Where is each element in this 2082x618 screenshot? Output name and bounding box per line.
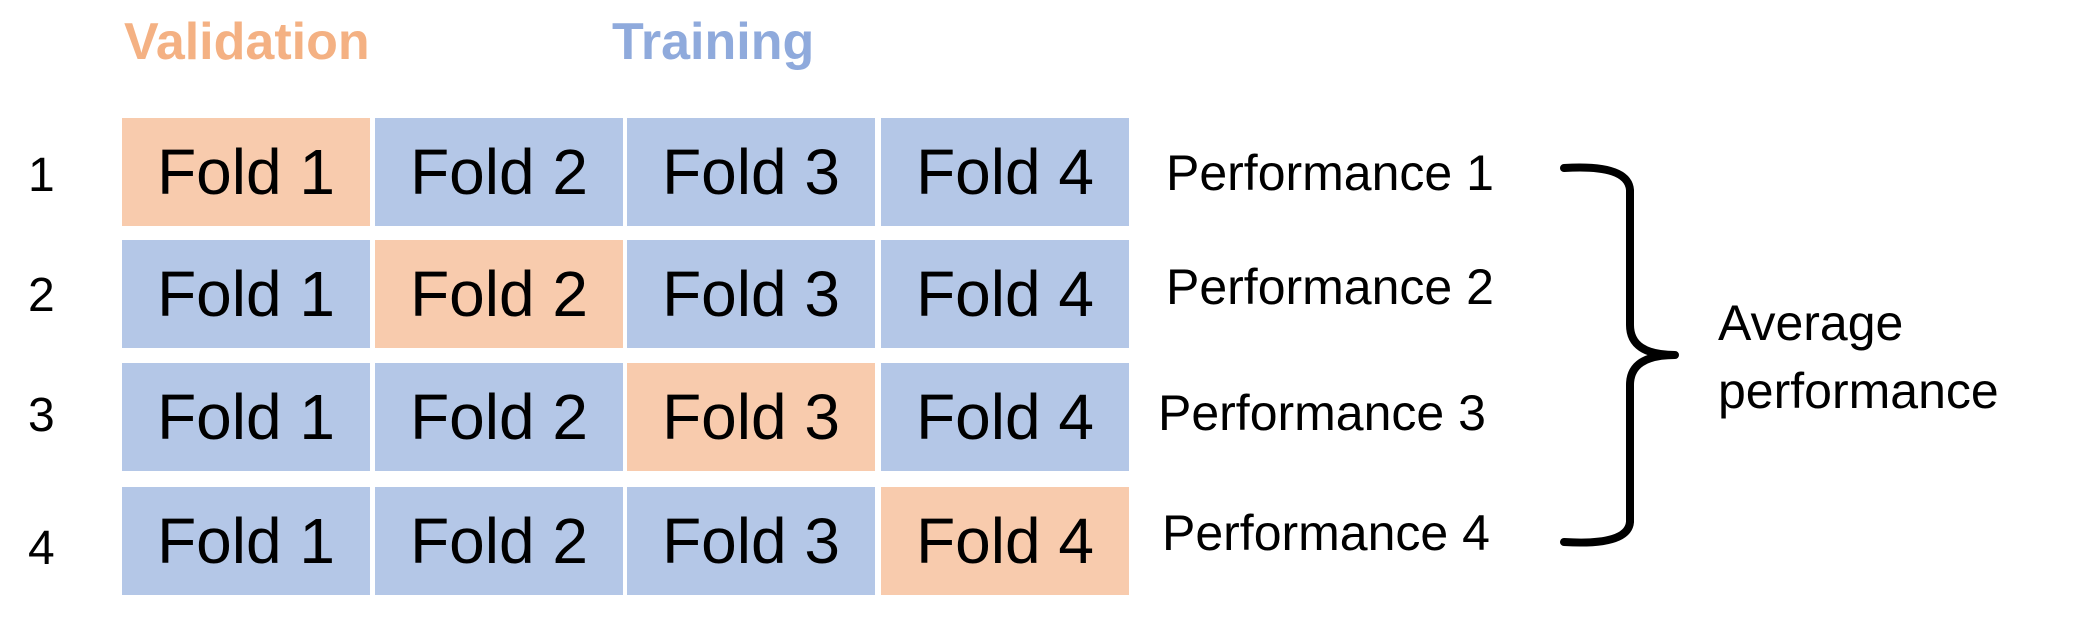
fold-cell-validation: Fold 2 bbox=[375, 240, 623, 348]
fold-label: Fold 4 bbox=[916, 258, 1094, 330]
fold-cell-training: Fold 4 bbox=[881, 240, 1129, 348]
fold-label: Fold 2 bbox=[410, 381, 588, 453]
fold-cell-validation: Fold 1 bbox=[122, 118, 370, 226]
fold-cell-training: Fold 2 bbox=[375, 487, 623, 595]
fold-cell-training: Fold 4 bbox=[881, 363, 1129, 471]
fold-cell-training: Fold 2 bbox=[375, 118, 623, 226]
fold-label: Fold 1 bbox=[157, 136, 335, 208]
performance-label: Performance 3 bbox=[1158, 385, 1486, 441]
fold-cell-training: Fold 1 bbox=[122, 487, 370, 595]
average-line-1: Average bbox=[1718, 295, 1904, 351]
performance-label: Performance 4 bbox=[1162, 505, 1490, 561]
row-number: 1 bbox=[28, 149, 55, 202]
average-performance-label: Average performance bbox=[1718, 290, 1999, 425]
fold-label: Fold 2 bbox=[410, 136, 588, 208]
fold-label: Fold 3 bbox=[662, 258, 840, 330]
fold-cell-validation: Fold 3 bbox=[627, 363, 875, 471]
row-number: 4 bbox=[28, 522, 55, 575]
fold-cell-training: Fold 3 bbox=[627, 240, 875, 348]
fold-label: Fold 3 bbox=[662, 136, 840, 208]
fold-cell-training: Fold 1 bbox=[122, 363, 370, 471]
fold-label: Fold 3 bbox=[662, 381, 840, 453]
fold-cell-training: Fold 4 bbox=[881, 118, 1129, 226]
row-number: 3 bbox=[28, 389, 55, 442]
fold-label: Fold 3 bbox=[662, 505, 840, 577]
fold-label: Fold 1 bbox=[157, 258, 335, 330]
fold-cell-training: Fold 3 bbox=[627, 118, 875, 226]
fold-label: Fold 2 bbox=[410, 505, 588, 577]
fold-label: Fold 1 bbox=[157, 505, 335, 577]
fold-cell-training: Fold 2 bbox=[375, 363, 623, 471]
performance-label: Performance 2 bbox=[1166, 259, 1494, 315]
fold-label: Fold 4 bbox=[916, 136, 1094, 208]
row-number: 2 bbox=[28, 269, 55, 322]
fold-label: Fold 1 bbox=[157, 381, 335, 453]
legend-validation: Validation bbox=[124, 13, 370, 71]
performance-label: Performance 1 bbox=[1166, 145, 1494, 201]
average-line-2: performance bbox=[1718, 362, 1999, 419]
fold-label: Fold 2 bbox=[410, 258, 588, 330]
fold-cell-training: Fold 1 bbox=[122, 240, 370, 348]
fold-label: Fold 4 bbox=[916, 505, 1094, 577]
fold-label: Fold 4 bbox=[916, 381, 1094, 453]
legend-training: Training bbox=[612, 13, 815, 71]
fold-cell-training: Fold 3 bbox=[627, 487, 875, 595]
fold-cell-validation: Fold 4 bbox=[881, 487, 1129, 595]
brace-icon bbox=[1560, 163, 1679, 547]
